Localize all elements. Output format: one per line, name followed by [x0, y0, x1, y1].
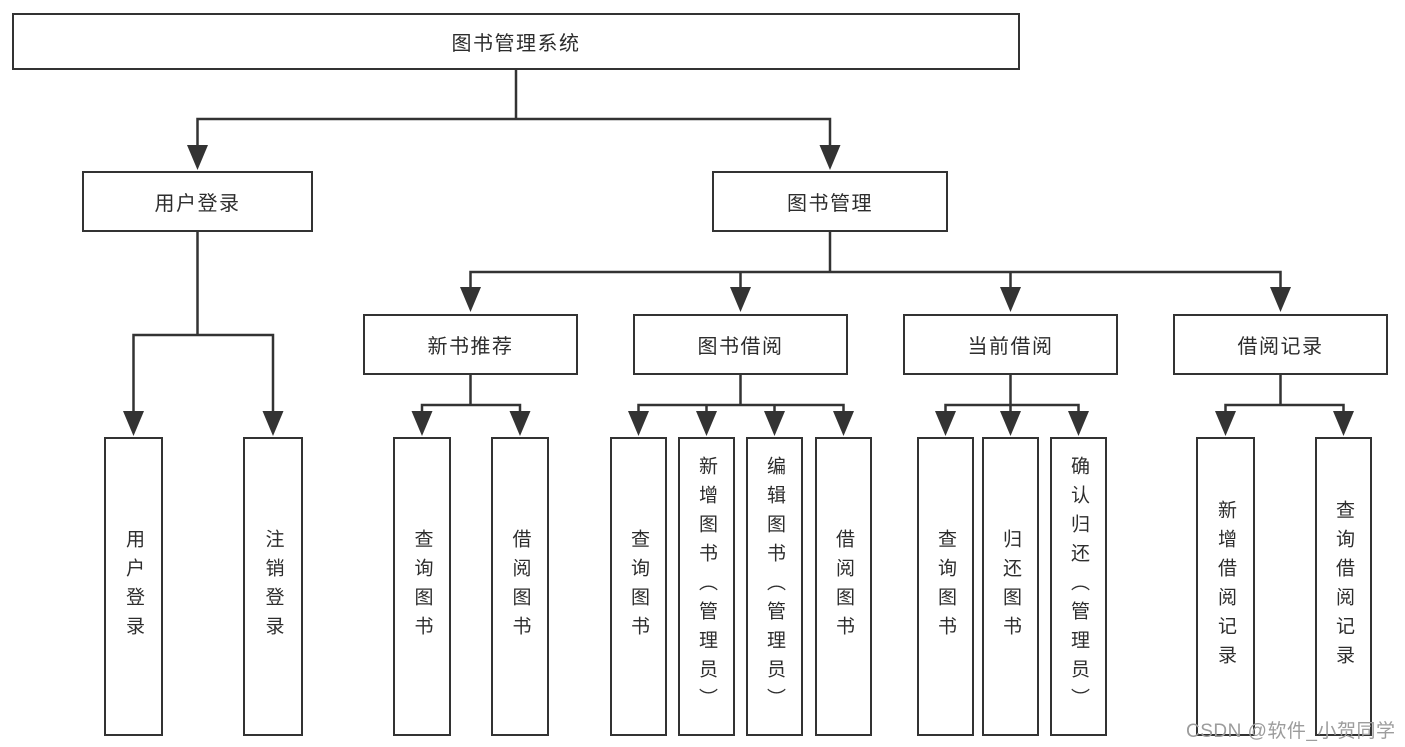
node-user-login: 用户登录	[82, 171, 313, 232]
arrowhead-icon	[730, 287, 751, 312]
arrowhead-icon	[1068, 411, 1089, 436]
node-root: 图书管理系统	[12, 13, 1020, 70]
arrowhead-icon	[628, 411, 649, 436]
node-leaf-user-login: 用户登录	[104, 437, 163, 736]
node-leaf-search-books-3: 查询图书	[917, 437, 974, 736]
arrowhead-icon	[1215, 411, 1236, 436]
arrowhead-icon	[460, 287, 481, 312]
watermark-text: CSDN @软件_小贺同学	[1186, 721, 1396, 742]
arrowhead-icon	[1333, 411, 1354, 436]
node-leaf-search-books-1: 查询图书	[393, 437, 451, 736]
node-leaf-add-borrow-record: 新增借阅记录	[1196, 437, 1255, 736]
arrowhead-icon	[764, 411, 785, 436]
node-leaf-edit-books-admin: 编辑图书（管理员）	[746, 437, 803, 736]
node-leaf-borrow-books-1: 借阅图书	[491, 437, 549, 736]
arrowhead-icon	[1270, 287, 1291, 312]
node-borrow-records: 借阅记录	[1173, 314, 1388, 375]
node-leaf-logout: 注销登录	[243, 437, 303, 736]
arrowhead-icon	[123, 411, 144, 436]
node-leaf-return-books: 归还图书	[982, 437, 1039, 736]
arrowhead-icon	[262, 411, 284, 436]
arrowhead-icon	[411, 411, 433, 436]
arrowhead-icon	[819, 145, 841, 170]
arrowhead-icon	[187, 145, 208, 170]
node-leaf-confirm-return-admin: 确认归还（管理员）	[1050, 437, 1107, 736]
node-leaf-borrow-books-2: 借阅图书	[815, 437, 872, 736]
node-leaf-search-books-2: 查询图书	[610, 437, 667, 736]
arrowhead-icon	[1000, 411, 1021, 436]
node-current-borrowing: 当前借阅	[903, 314, 1118, 375]
arrowhead-icon	[1000, 287, 1021, 312]
arrowhead-icon	[696, 411, 717, 436]
node-leaf-search-borrow-record: 查询借阅记录	[1315, 437, 1372, 736]
arrowhead-icon	[935, 411, 956, 436]
node-book-borrowing: 图书借阅	[633, 314, 848, 375]
arrowhead-icon	[833, 411, 854, 436]
node-new-book-recommend: 新书推荐	[363, 314, 578, 375]
arrowhead-icon	[509, 411, 531, 436]
node-book-management: 图书管理	[712, 171, 948, 232]
node-leaf-add-books-admin: 新增图书（管理员）	[678, 437, 735, 736]
